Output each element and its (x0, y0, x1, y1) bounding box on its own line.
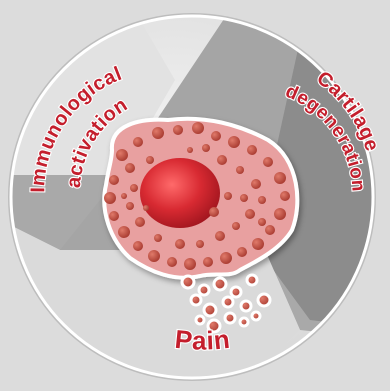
granule (258, 218, 266, 226)
granule (203, 257, 213, 267)
released-granule (240, 318, 248, 326)
label-pain: Pain (174, 324, 232, 356)
granule (224, 192, 232, 200)
released-granule (191, 295, 201, 305)
released-granule (241, 301, 251, 311)
granule (240, 194, 248, 202)
released-granule (225, 313, 235, 323)
granule (252, 238, 264, 250)
granule (215, 231, 225, 241)
granule (236, 166, 244, 174)
granule (148, 250, 160, 262)
released-granule (214, 278, 226, 290)
granule (173, 125, 183, 135)
granule (175, 239, 185, 249)
granule (143, 205, 149, 211)
released-granule (199, 285, 209, 295)
released-granule (231, 287, 241, 297)
granule (126, 202, 134, 210)
released-granule (258, 294, 270, 306)
granule (209, 207, 219, 217)
granule (245, 209, 255, 219)
granule (220, 252, 232, 264)
granule (116, 149, 128, 161)
granule (274, 208, 286, 220)
granule (152, 127, 164, 139)
granule (217, 155, 227, 165)
granule (265, 225, 275, 235)
released-granule (182, 276, 194, 288)
granule (280, 191, 290, 201)
nucleus (140, 158, 220, 228)
granule (109, 175, 119, 185)
granule (133, 241, 143, 251)
released-granule (223, 297, 233, 307)
released-granule (196, 316, 204, 324)
released-granule (252, 312, 260, 320)
granule (154, 234, 162, 242)
granule (146, 156, 154, 164)
granule (247, 145, 257, 155)
granule (125, 163, 135, 173)
granule (202, 144, 210, 152)
granule (109, 211, 119, 221)
granule (184, 258, 196, 270)
granule (263, 157, 273, 167)
granule (118, 226, 130, 238)
granule (274, 172, 286, 184)
granule (232, 222, 240, 230)
granule (167, 257, 177, 267)
granule (187, 147, 193, 153)
granule (104, 192, 116, 204)
granule (211, 131, 221, 141)
granule (130, 184, 138, 192)
granule (196, 240, 204, 248)
granule (251, 179, 261, 189)
granule (258, 196, 266, 204)
granule (192, 122, 204, 134)
granule (121, 193, 127, 199)
released-granule (247, 275, 257, 285)
granule (133, 137, 143, 147)
released-granule (204, 304, 216, 316)
granule (237, 247, 247, 257)
granule (228, 136, 240, 148)
granule (135, 217, 145, 227)
